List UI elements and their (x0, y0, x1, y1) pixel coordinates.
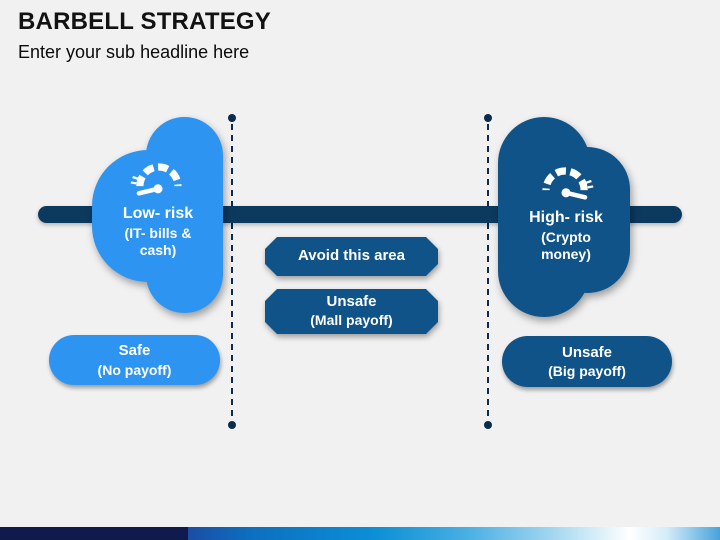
safe-label: Safe (118, 342, 151, 360)
avoid-area-callout: Avoid this area (265, 237, 438, 276)
page-title: BARBELL STRATEGY (18, 8, 271, 35)
low-risk-sub-line1: (IT- bills & (124, 224, 192, 241)
avoid-area-label: Avoid this area (298, 247, 405, 265)
unsafe-mid-callout: Unsafe (Mall payoff) (265, 289, 438, 334)
high-risk-label: High- risk (529, 209, 603, 226)
speedometer-high-icon (542, 167, 594, 200)
footer-navy-bar (0, 527, 188, 540)
left-boundary-dashed-line (231, 124, 233, 420)
high-risk-sub-line1: (Crypto (541, 228, 591, 245)
speedometer-low-icon (130, 163, 182, 196)
right-boundary-dashed-line (487, 124, 489, 420)
unsafe-mid-sub: (Mall payoff) (310, 312, 393, 329)
unsafe-mid-label: Unsafe (326, 293, 377, 311)
unsafe-right-label: Unsafe (561, 343, 613, 361)
high-risk-sub-line2: money) (541, 246, 591, 263)
safe-pill: Safe (No payoff) (49, 335, 220, 385)
footer-gradient-bar (188, 527, 720, 540)
right-boundary-top-dot (484, 114, 492, 122)
page-subtitle: Enter your sub headline here (18, 42, 250, 62)
low-risk-content: Low- risk (IT- bills & cash) (97, 156, 219, 260)
left-boundary-top-dot (228, 114, 236, 122)
low-risk-sub-line2: cash) (139, 242, 177, 259)
left-boundary-bottom-dot (228, 421, 236, 429)
right-boundary-bottom-dot (484, 421, 492, 429)
unsafe-pill: Unsafe (Big payoff) (502, 336, 672, 387)
low-risk-label: Low- risk (122, 205, 194, 222)
high-risk-content: High- risk (Crypto money) (505, 160, 627, 264)
safe-sub: (No payoff) (97, 361, 172, 378)
unsafe-right-sub: (Big payoff) (548, 363, 626, 380)
